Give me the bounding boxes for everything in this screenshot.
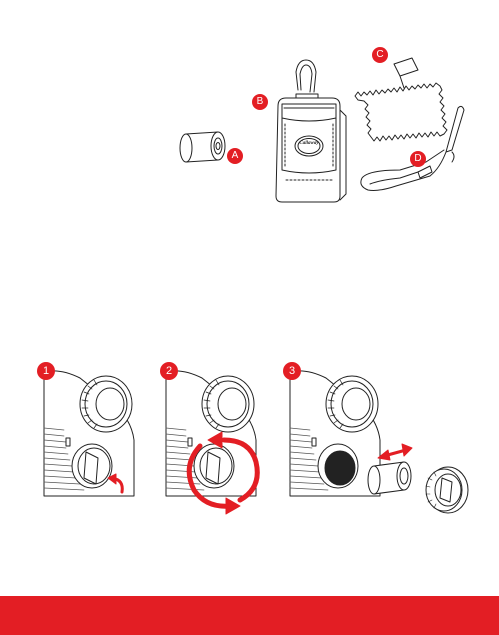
step2-illustration <box>166 371 257 514</box>
cleaning-cloth-label-badge: C <box>372 47 388 63</box>
wrist-strap-label-badge: D <box>410 151 426 167</box>
footer-bar <box>0 596 499 635</box>
step-2-number-badge: 2 <box>160 362 178 380</box>
step-3-number-badge: 3 <box>283 362 301 380</box>
cleaning-cloth-illustration <box>355 58 447 141</box>
carry-case-illustration <box>276 60 346 202</box>
carry-case-label-badge: B <box>252 94 268 110</box>
step3-illustration <box>290 371 468 513</box>
battery-illustration <box>180 132 225 162</box>
step-1-number-badge: 1 <box>37 362 55 380</box>
case-logo: Callaway <box>297 141 321 146</box>
battery-label-badge: A <box>227 148 243 164</box>
step1-illustration <box>44 371 134 496</box>
